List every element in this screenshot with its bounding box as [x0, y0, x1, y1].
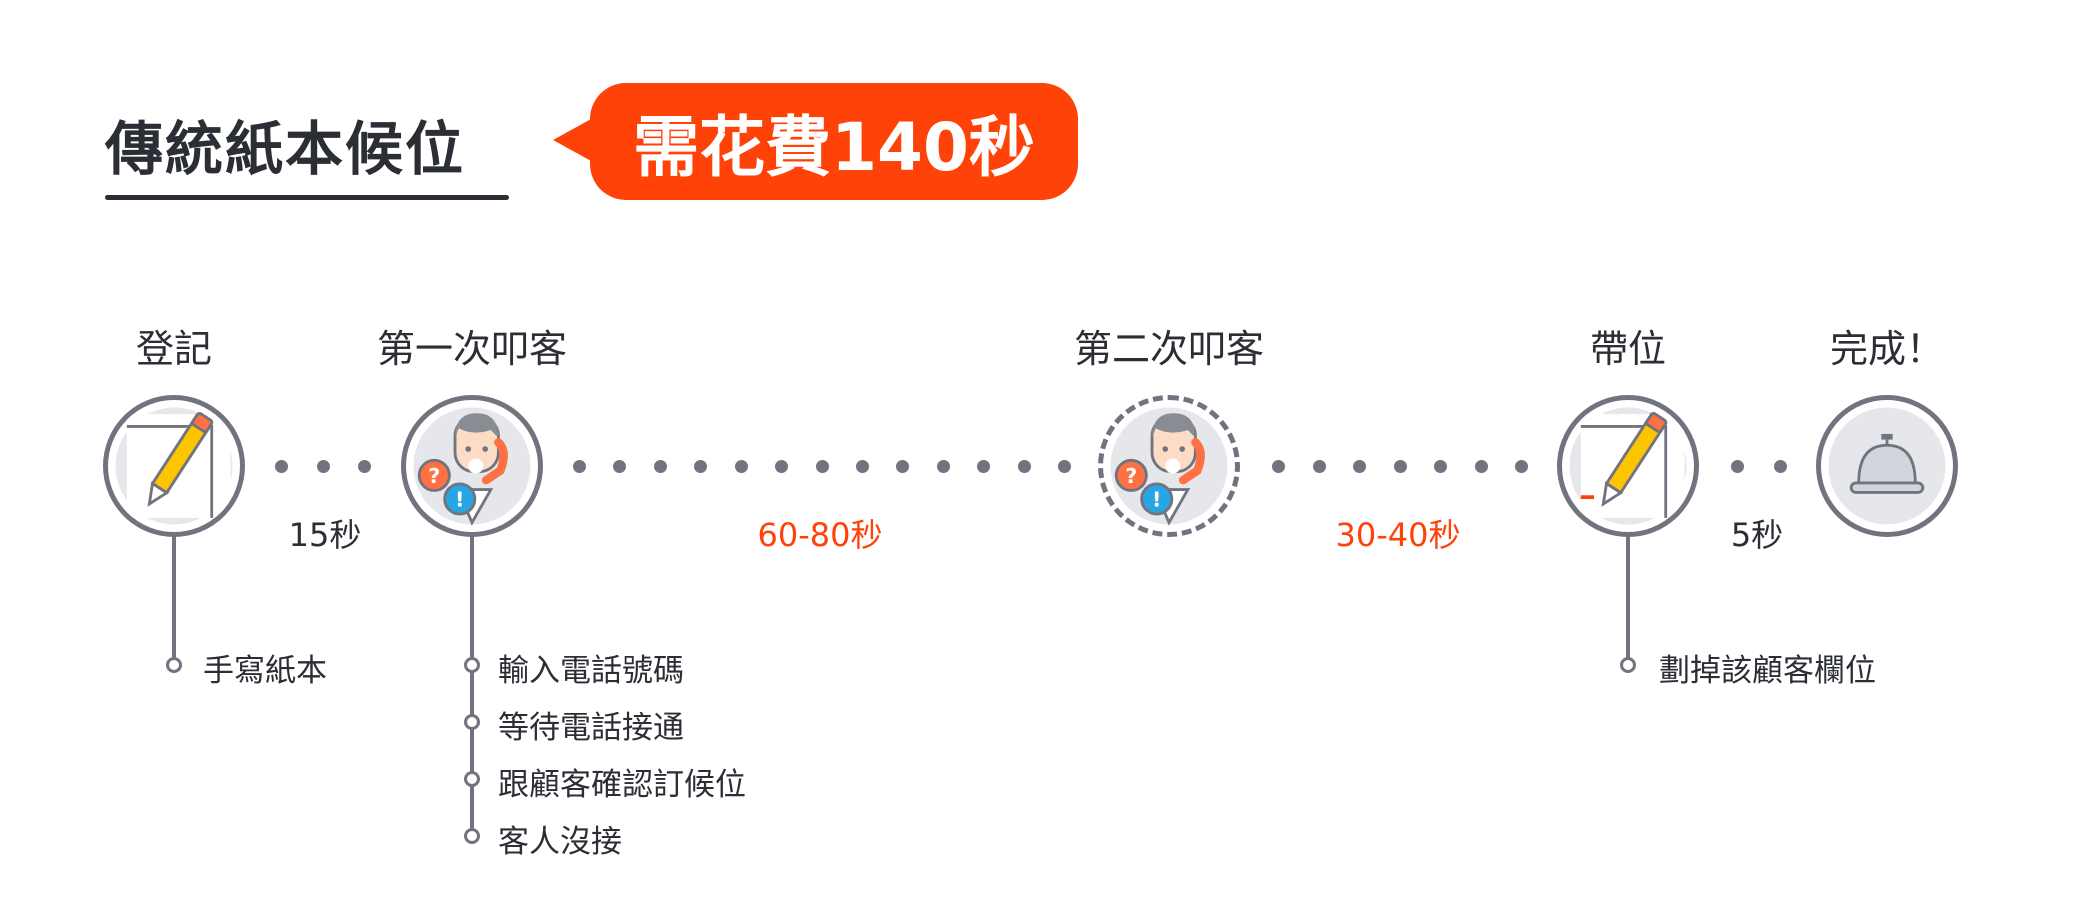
item-bullet	[464, 714, 480, 730]
list-item: 客人沒接	[498, 824, 622, 860]
connector-dot	[1474, 460, 1488, 473]
duration-label: 30-40秒	[1335, 516, 1461, 554]
connector-line	[172, 530, 176, 665]
connector-dot	[613, 460, 627, 473]
item-bullet	[464, 657, 480, 673]
duration-label: 15秒	[288, 516, 362, 554]
connector-line	[1626, 530, 1630, 665]
phone-call-person-icon: ? !	[1098, 395, 1240, 537]
list-item: 等待電話接通	[498, 710, 684, 746]
step-label-second-call: 第二次叩客	[1073, 327, 1265, 371]
list-item: 劃掉該顧客欄位	[1659, 653, 1876, 689]
connector-dot	[1312, 460, 1326, 473]
connector-dot	[275, 460, 288, 473]
connector-dot	[316, 460, 330, 473]
svg-text:?: ?	[1125, 464, 1137, 488]
connector-dot	[734, 460, 748, 473]
list-item: 手寫紙本	[203, 653, 327, 689]
svg-text:!: !	[1152, 488, 1161, 512]
connector-dot	[1058, 460, 1071, 473]
step-label-seating: 帶位	[1589, 327, 1667, 371]
connector-dot	[815, 460, 829, 473]
connector-dot	[855, 460, 869, 473]
pencil-paper-icon	[103, 395, 245, 537]
step-label-done: 完成！	[1829, 327, 1945, 371]
connector-line	[470, 530, 474, 836]
title-underline	[105, 195, 509, 200]
pencil-paper-icon	[1557, 395, 1699, 537]
connector-dot	[977, 460, 991, 473]
connector-dot	[1353, 460, 1366, 473]
connector-dot	[1434, 460, 1447, 473]
phone-call-person-icon: ? !	[401, 395, 543, 537]
connector-dot	[775, 460, 789, 473]
duration-label: 60-80秒	[757, 516, 883, 554]
connector-dot	[653, 460, 667, 473]
list-item: 輸入電話號碼	[498, 653, 684, 689]
total-time-badge: 需花費140秒	[590, 83, 1078, 200]
connector-dot	[896, 460, 910, 473]
item-bullet	[1620, 657, 1636, 673]
item-bullet	[464, 828, 480, 844]
connector-dot	[936, 460, 950, 473]
page-title: 傳統紙本候位	[105, 115, 466, 183]
connector-dot	[1731, 460, 1744, 473]
connector-dot	[1272, 460, 1285, 473]
svg-text:?: ?	[428, 464, 440, 488]
item-bullet	[166, 657, 182, 673]
list-item: 跟顧客確認訂候位	[498, 767, 746, 803]
connector-dot	[694, 460, 708, 473]
connector-dot	[1017, 460, 1031, 473]
connector-dot	[1515, 460, 1528, 473]
connector-dot	[1774, 460, 1787, 473]
step-label-register: 登記	[135, 327, 213, 371]
connector-dot	[573, 460, 586, 473]
svg-text:!: !	[455, 488, 464, 512]
connector-dot	[1393, 460, 1407, 473]
duration-label: 5秒	[1730, 516, 1784, 554]
connector-dot	[358, 460, 371, 473]
item-bullet	[464, 771, 480, 787]
badge-pointer	[553, 118, 593, 162]
step-label-first-call: 第一次叩客	[376, 327, 568, 371]
service-bell-icon	[1816, 395, 1958, 537]
